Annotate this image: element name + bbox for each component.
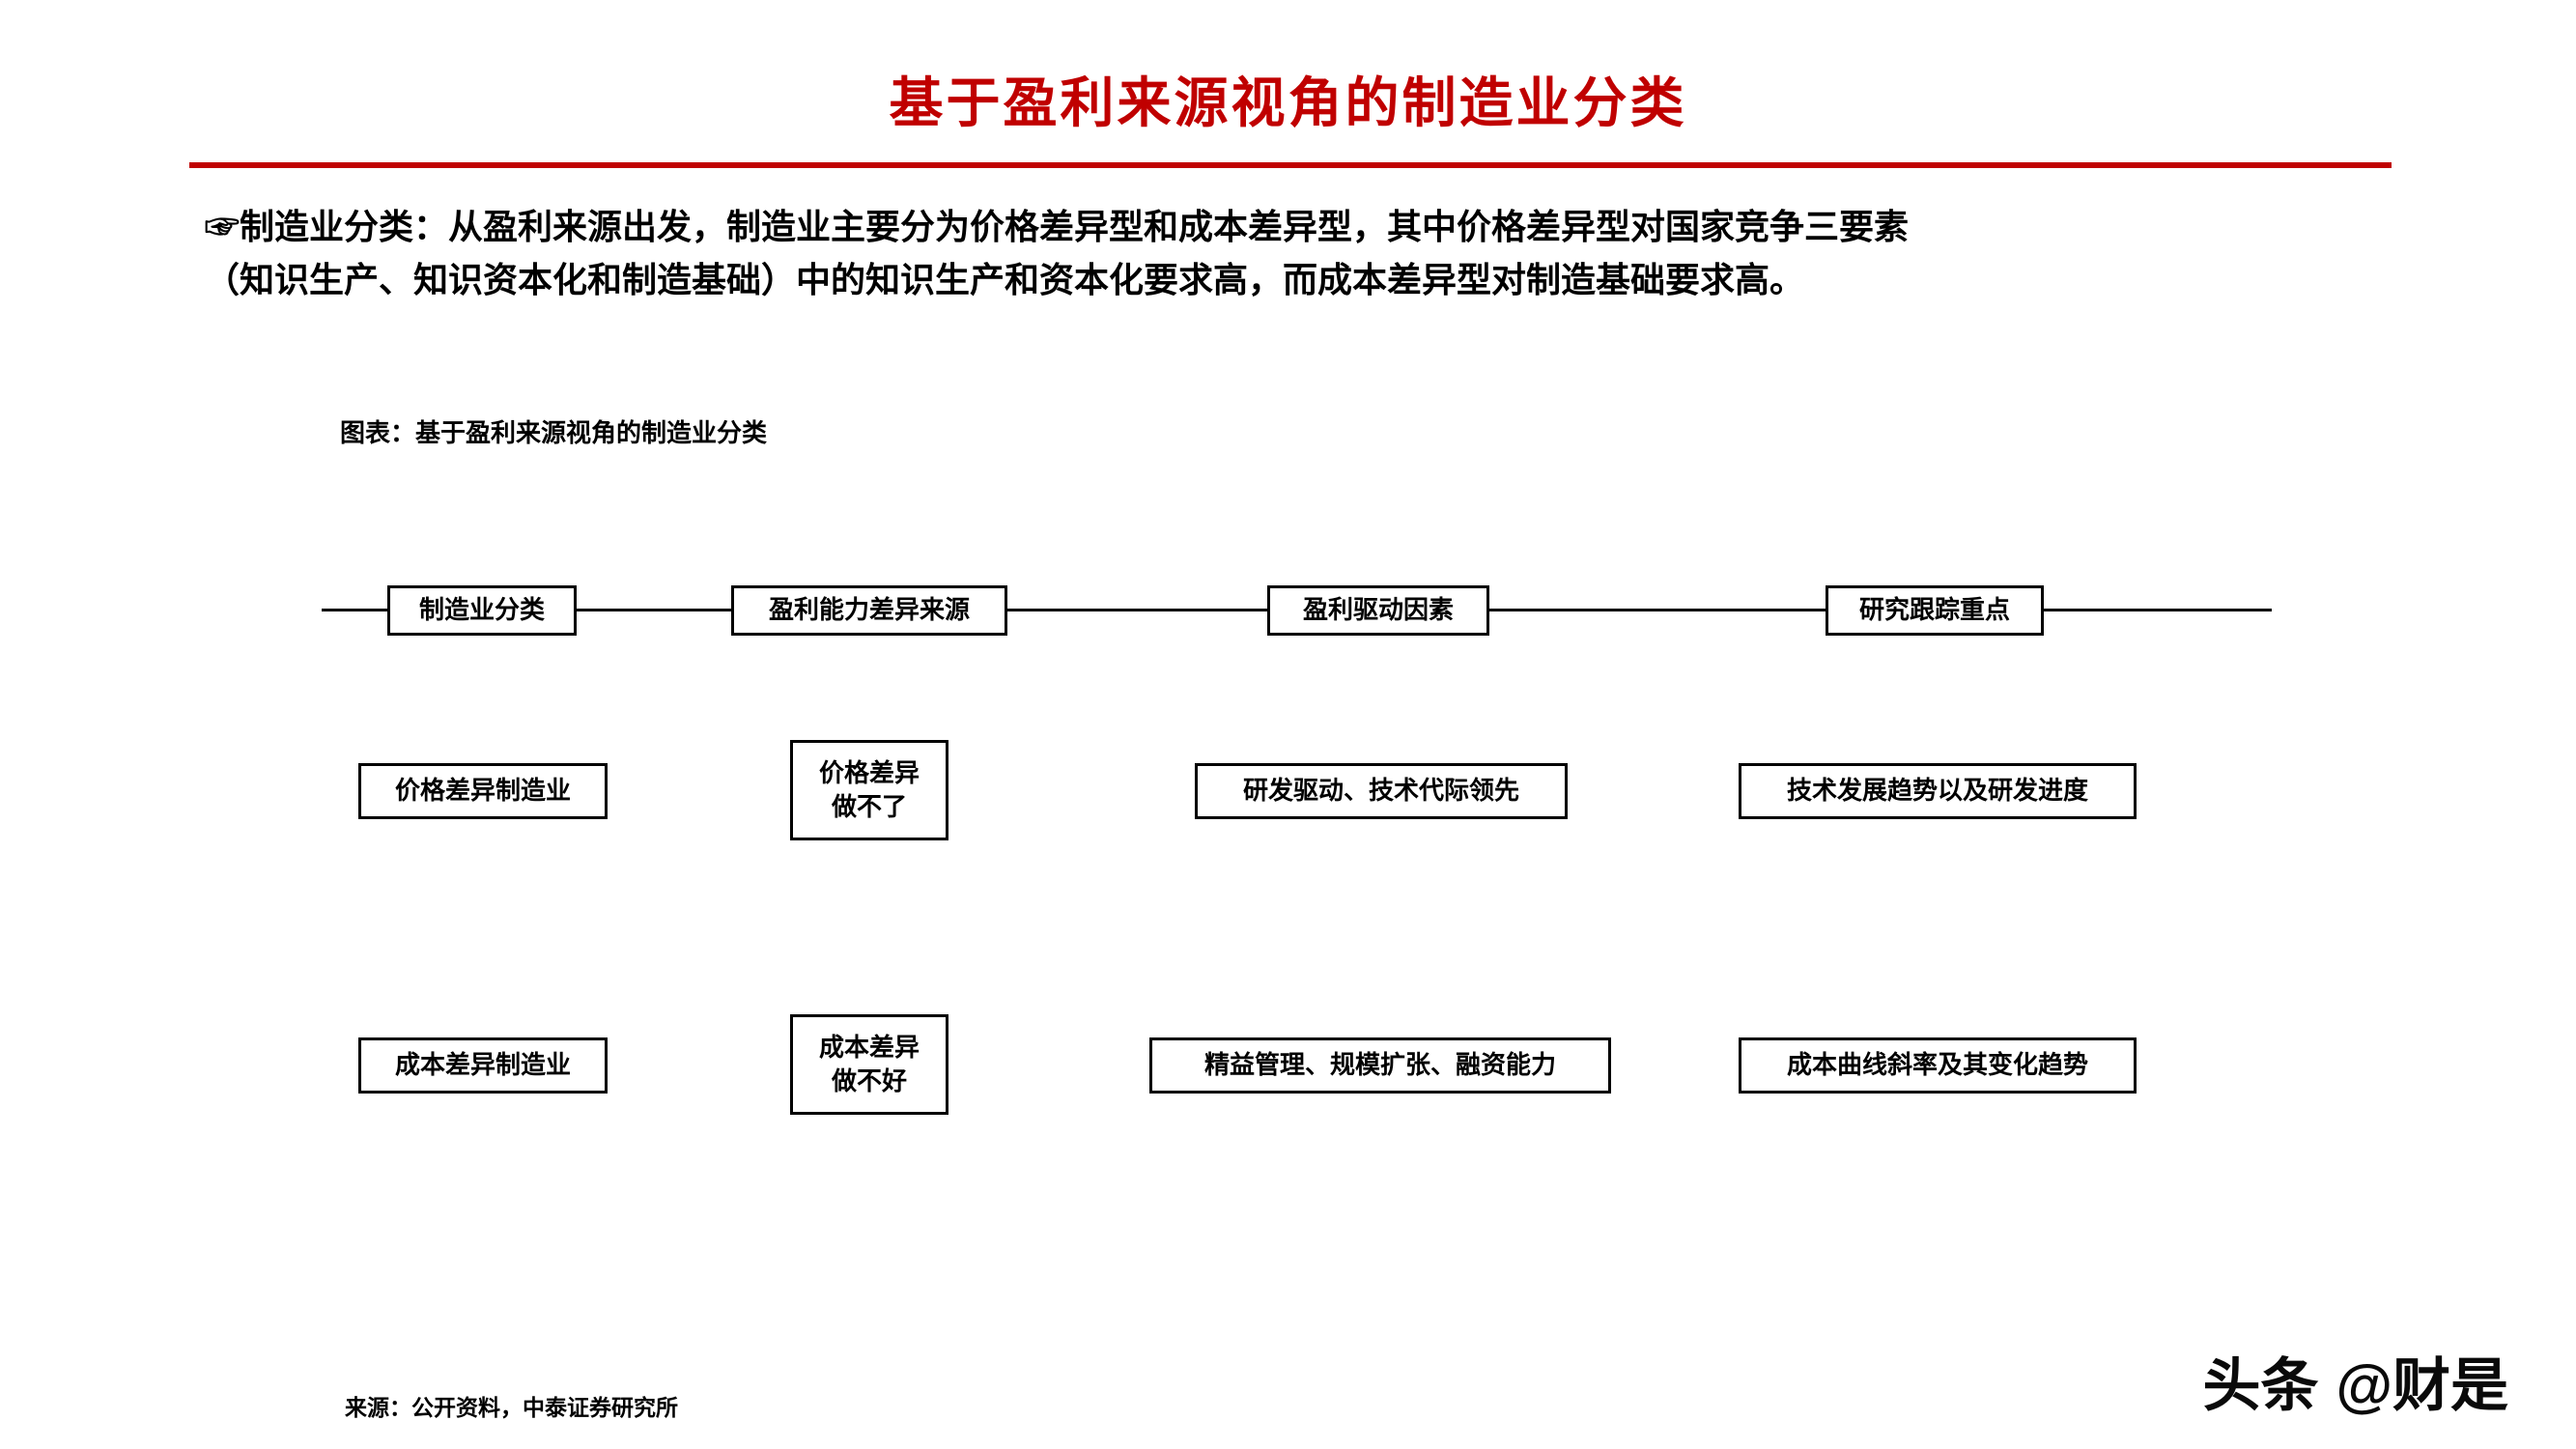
header-box-profit-difference-source: 盈利能力差异来源 xyxy=(731,585,1007,636)
cost-row-difference-box: 成本差异 做不好 xyxy=(790,1014,948,1115)
header-box-research-focus: 研究跟踪重点 xyxy=(1826,585,2044,636)
price-row-driver-box: 研发驱动、技术代际领先 xyxy=(1195,763,1568,819)
intro-line-2: （知识生产、知识资本化和制造基础）中的知识生产和资本化要求高，而成本差异型对制造… xyxy=(205,260,1805,299)
header-box-classification: 制造业分类 xyxy=(387,585,577,636)
watermark: 头条 @财是 xyxy=(2202,1339,2508,1423)
page-title: 基于盈利来源视角的制造业分类 xyxy=(889,74,1687,134)
source-note: 来源：公开资料，中泰证券研究所 xyxy=(345,1396,678,1420)
price-row-classification-box: 价格差异制造业 xyxy=(358,763,608,819)
watermark-toutiao-label: 头条 xyxy=(2202,1353,2319,1418)
cost-row-driver-box: 精益管理、规模扩张、融资能力 xyxy=(1149,1037,1611,1094)
cost-row-classification-box: 成本差异制造业 xyxy=(358,1037,608,1094)
header-box-profit-driver: 盈利驱动因素 xyxy=(1267,585,1489,636)
price-row-difference-box: 价格差异 做不了 xyxy=(790,740,948,840)
title-underline xyxy=(189,162,2392,168)
cost-row-focus-box: 成本曲线斜率及其变化趋势 xyxy=(1739,1037,2137,1094)
price-row-focus-box: 技术发展趋势以及研发进度 xyxy=(1739,763,2137,819)
intro-paragraph: ☞制造业分类：从盈利来源出发，制造业主要分为价格差异型和成本差异型，其中价格差异… xyxy=(205,201,2417,306)
figure-caption: 图表：基于盈利来源视角的制造业分类 xyxy=(340,419,768,447)
watermark-account-label: @财是 xyxy=(2335,1353,2508,1418)
intro-line-1: ☞制造业分类：从盈利来源出发，制造业主要分为价格差异型和成本差异型，其中价格差异… xyxy=(205,208,1910,246)
